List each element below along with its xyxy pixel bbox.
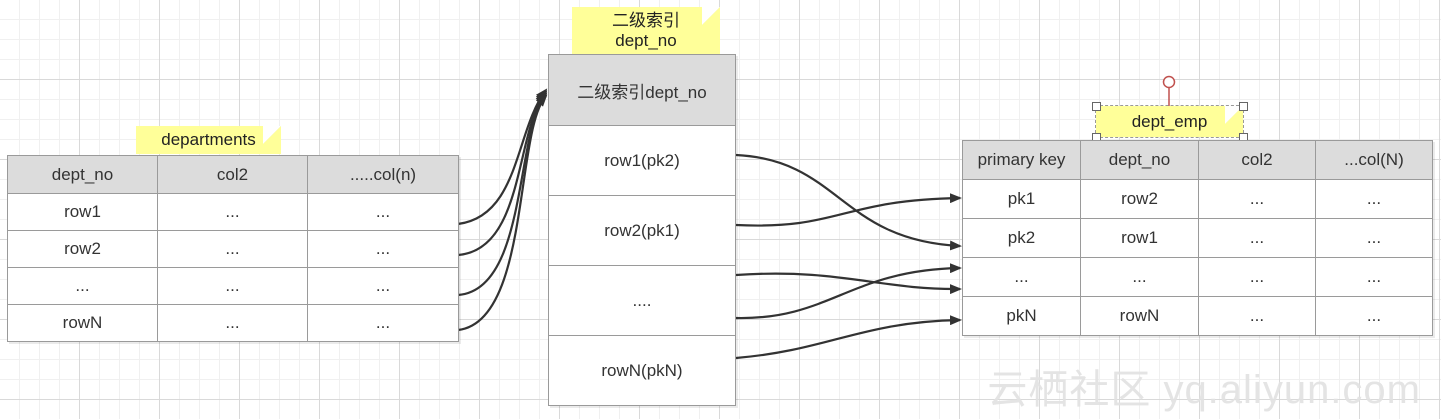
table-header-row: primary key dept_no col2 ...col(N) xyxy=(962,140,1433,180)
dept-emp-note[interactable]: dept_emp xyxy=(1095,105,1244,138)
table-cell: ... xyxy=(157,304,308,342)
table-cell: ... xyxy=(307,267,459,305)
arrow-rowN-to-index xyxy=(457,94,548,332)
table-row: .... xyxy=(548,265,736,336)
table-cell: pk1 xyxy=(962,179,1081,219)
table-row: pk2 row1 ... ... xyxy=(962,218,1433,258)
index-note[interactable]: 二级索引 dept_no xyxy=(572,7,720,57)
index-entry: rowN(pkN) xyxy=(548,335,736,406)
table-row: rowN(pkN) xyxy=(548,335,736,406)
watermark: 云栖社区 yq.aliyun.com xyxy=(987,368,1421,412)
arrow-row1-to-index xyxy=(457,88,548,226)
table-cell: ... xyxy=(1198,218,1316,258)
arrow-row2pk1-to-pk1 xyxy=(735,193,962,227)
table-cell: ... xyxy=(1315,179,1433,219)
table-cell: rowN xyxy=(1080,296,1199,336)
table-cell: ... xyxy=(307,304,459,342)
table-row: row1 ... ... xyxy=(7,193,459,231)
table-cell: ... xyxy=(307,230,459,268)
dept-emp-note-label: dept_emp xyxy=(1131,112,1208,131)
index-note-line1: 二级索引 xyxy=(612,11,680,30)
index-entry: row1(pk2) xyxy=(548,125,736,196)
table-header-row: 二级索引dept_no xyxy=(548,54,736,126)
column-header: dept_no xyxy=(7,155,158,194)
arrow-row2-to-index xyxy=(457,90,548,257)
secondary-index-table[interactable]: 二级索引dept_no row1(pk2) row2(pk1) .... row… xyxy=(548,54,736,406)
column-header: ...col(N) xyxy=(1315,140,1433,180)
table-cell: ... xyxy=(157,267,308,305)
table-cell: ... xyxy=(1198,296,1316,336)
table-cell: row1 xyxy=(7,193,158,231)
arrow-dots2-to-dots xyxy=(735,263,962,320)
table-header-row: dept_no col2 .....col(n) xyxy=(7,155,459,194)
table-cell: ... xyxy=(1080,257,1199,297)
arrow-rowNpkN-to-pkN xyxy=(735,315,962,360)
table-cell: ... xyxy=(1198,179,1316,219)
table-cell: rowN xyxy=(7,304,158,342)
arrow-row1pk2-to-pk2 xyxy=(735,153,962,251)
table-row: ... ... ... ... xyxy=(962,257,1433,297)
table-cell: pkN xyxy=(962,296,1081,336)
table-cell: ... xyxy=(1315,296,1433,336)
table-row: rowN ... ... xyxy=(7,304,459,342)
column-header: col2 xyxy=(157,155,308,194)
table-cell: ... xyxy=(307,193,459,231)
column-header: dept_no xyxy=(1080,140,1199,180)
selection-handle-tl[interactable] xyxy=(1092,102,1101,111)
note-fold-icon xyxy=(702,7,720,25)
column-header: primary key xyxy=(962,140,1081,180)
dept-emp-table[interactable]: primary key dept_no col2 ...col(N) pk1 r… xyxy=(962,140,1433,336)
table-cell: ... xyxy=(157,193,308,231)
selection-handle-tr[interactable] xyxy=(1239,102,1248,111)
table-row: pk1 row2 ... ... xyxy=(962,179,1433,219)
index-entry: row2(pk1) xyxy=(548,195,736,266)
column-header: col2 xyxy=(1198,140,1316,180)
table-cell: ... xyxy=(157,230,308,268)
index-header: 二级索引dept_no xyxy=(548,54,736,126)
table-cell: row2 xyxy=(1080,179,1199,219)
arrow-dots1-to-dots xyxy=(735,272,962,295)
note-fold-icon xyxy=(1225,106,1243,124)
table-cell: pk2 xyxy=(962,218,1081,258)
table-row: row1(pk2) xyxy=(548,125,736,196)
departments-note[interactable]: departments xyxy=(136,126,281,154)
table-cell: ... xyxy=(1315,218,1433,258)
table-cell: ... xyxy=(962,257,1081,297)
note-fold-icon xyxy=(263,126,281,144)
table-cell: ... xyxy=(7,267,158,305)
table-cell: ... xyxy=(1198,257,1316,297)
departments-note-label: departments xyxy=(161,130,256,149)
column-header: .....col(n) xyxy=(307,155,459,194)
departments-table[interactable]: dept_no col2 .....col(n) row1 ... ... ro… xyxy=(7,155,459,342)
table-row: row2 ... ... xyxy=(7,230,459,268)
table-row: row2(pk1) xyxy=(548,195,736,266)
table-cell: row1 xyxy=(1080,218,1199,258)
table-cell: row2 xyxy=(7,230,158,268)
rotate-handle xyxy=(1162,75,1176,89)
index-entry: .... xyxy=(548,265,736,336)
table-row: ... ... ... xyxy=(7,267,459,305)
table-row: pkN rowN ... ... xyxy=(962,296,1433,336)
table-cell: ... xyxy=(1315,257,1433,297)
index-note-line2: dept_no xyxy=(615,31,677,50)
